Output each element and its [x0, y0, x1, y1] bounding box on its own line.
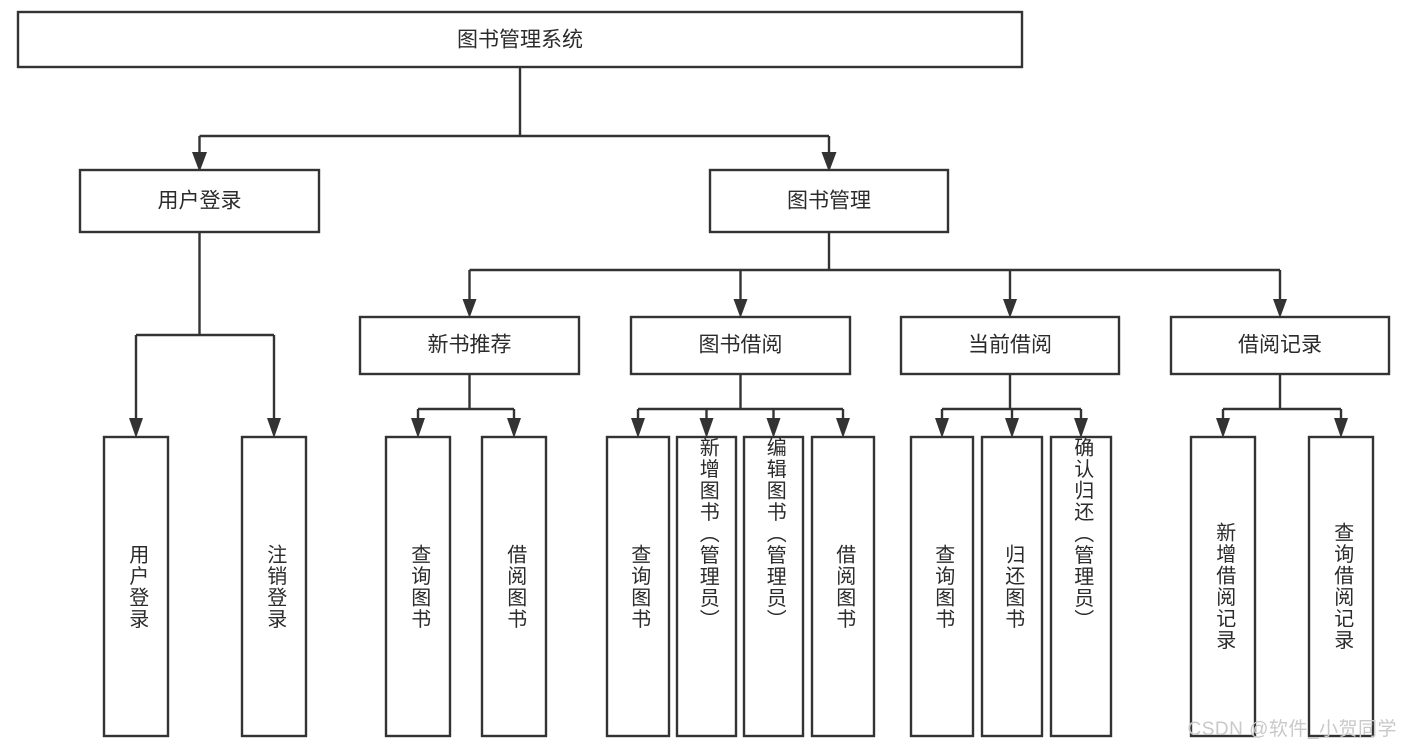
node-leaf-borrow-book-1[interactable] — [480, 435, 548, 738]
node-leaf-borrow-book-2[interactable] — [810, 435, 876, 738]
arrowhead-leaf-confirm-return — [1074, 418, 1088, 438]
node-current-borrow[interactable]: 当前借阅 — [899, 315, 1121, 376]
node-leaf-query-book-3[interactable] — [909, 435, 975, 738]
arrowhead-borrow-record — [1273, 299, 1287, 318]
node-root-label: 图书管理系统 — [457, 29, 583, 52]
node-user-login[interactable]: 用户登录 — [78, 168, 321, 234]
node-leaf-query-record[interactable] — [1307, 435, 1375, 738]
arrowhead-leaf-borrow-book-1 — [507, 418, 521, 438]
arrowhead-leaf-query-book-3 — [935, 418, 949, 438]
arrowhead-leaf-query-record — [1334, 418, 1348, 438]
node-root[interactable]: 图书管理系统 — [16, 10, 1024, 69]
node-box-group: 图书管理系统 用户登录 图书管理 新书推荐 图书借阅 当前借阅 — [16, 10, 1391, 738]
node-leaf-add-book[interactable] — [675, 435, 738, 738]
arrowhead-book-manage — [821, 152, 837, 172]
node-leaf-add-record[interactable] — [1189, 435, 1257, 738]
arrowhead-leaf-edit-book — [766, 418, 781, 438]
arrowhead-book-borrow — [733, 299, 748, 318]
arrowhead-new-book-rec — [462, 299, 477, 318]
node-leaf-query-book-2[interactable] — [605, 435, 671, 738]
arrowhead-leaf-add-book — [699, 418, 714, 438]
node-book-manage[interactable]: 图书管理 — [708, 168, 950, 234]
arrowhead-user-login — [192, 152, 207, 172]
node-leaf-logout[interactable] — [240, 435, 308, 738]
arrowhead-leaf-add-record — [1216, 418, 1230, 438]
arrowhead-leaf-borrow-book-2 — [836, 418, 850, 438]
node-leaf-user-login[interactable] — [102, 435, 170, 738]
node-new-book-rec-label: 新书推荐 — [428, 334, 512, 357]
arrowhead-leaf-return-book — [1005, 418, 1019, 438]
node-borrow-record[interactable]: 借阅记录 — [1169, 315, 1391, 376]
arrowhead-leaf-query-book-1 — [411, 418, 425, 438]
arrowhead-group — [129, 152, 1348, 438]
arrowhead-leaf-query-book-2 — [631, 418, 645, 438]
node-book-borrow[interactable]: 图书借阅 — [629, 315, 852, 376]
arrowhead-current-borrow — [1003, 299, 1017, 318]
node-book-manage-label: 图书管理 — [787, 190, 871, 213]
node-leaf-confirm-return[interactable] — [1049, 435, 1113, 738]
node-leaf-return-book[interactable] — [980, 435, 1044, 738]
leaf-box-group — [102, 435, 1375, 738]
arrowhead-leaf-logout — [267, 418, 281, 438]
node-user-login-label: 用户登录 — [158, 190, 242, 213]
node-current-borrow-label: 当前借阅 — [968, 334, 1052, 357]
node-borrow-record-label: 借阅记录 — [1238, 334, 1322, 357]
arrowhead-leaf-user-login — [129, 418, 143, 438]
node-book-borrow-label: 图书借阅 — [699, 334, 783, 357]
node-leaf-edit-book[interactable] — [742, 435, 805, 738]
node-new-book-rec[interactable]: 新书推荐 — [358, 315, 581, 376]
node-leaf-query-book-1[interactable] — [384, 435, 452, 738]
